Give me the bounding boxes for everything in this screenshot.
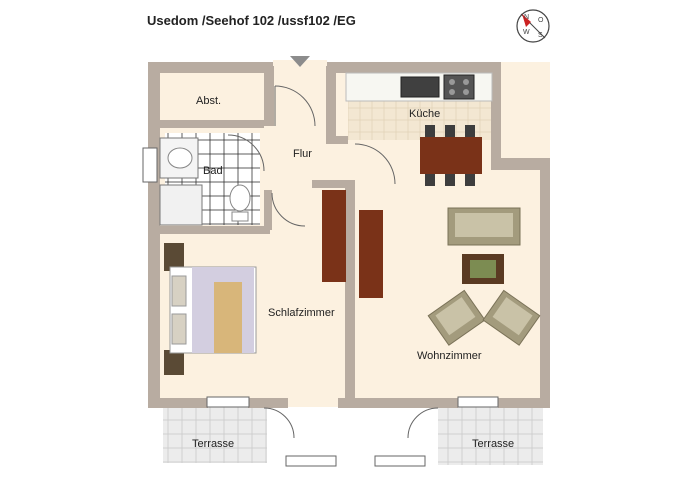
toilet-icon: [229, 184, 251, 212]
kitchen-counter: [345, 72, 493, 102]
stove-icon: [443, 74, 475, 100]
room-label-terrasse-right: Terrasse: [472, 438, 515, 450]
inner-walls: [160, 62, 355, 408]
hall-wardrobe: [322, 190, 346, 282]
room-label-flur: Flur: [293, 148, 312, 160]
shower-tray: [159, 184, 203, 226]
compass-n: N: [524, 14, 529, 21]
room-label-bad: Bad: [203, 165, 223, 177]
dining-table: [420, 125, 482, 186]
room-label-terrasse-left: Terrasse: [192, 438, 235, 450]
bath-fixtures: [159, 137, 251, 226]
plan-title: Usedom /Seehof 102 /ussf102 /EG: [147, 13, 356, 28]
room-label-wohnzimmer: Wohnzimmer: [417, 350, 482, 362]
terrace-right-floor: [438, 405, 543, 465]
doors: [227, 85, 439, 439]
entrance-arrow-icon: [290, 56, 310, 67]
living-furniture: [427, 207, 541, 346]
compass-icon: N O S W: [516, 9, 550, 43]
room-label-kueche: Küche: [409, 108, 441, 120]
compass-s: S: [538, 32, 543, 39]
living-cabinet: [359, 210, 383, 298]
kitchen-sink-icon: [400, 76, 440, 98]
room-label-abstellraum: Abst.: [196, 95, 222, 107]
compass-o: O: [538, 17, 544, 24]
room-label-schlafzimmer: Schlafzimmer: [268, 307, 335, 319]
terrace-left-floor: [163, 405, 267, 463]
bedroom-furniture: [164, 243, 257, 375]
sink-icon: [167, 147, 193, 169]
compass-w: W: [523, 29, 530, 36]
